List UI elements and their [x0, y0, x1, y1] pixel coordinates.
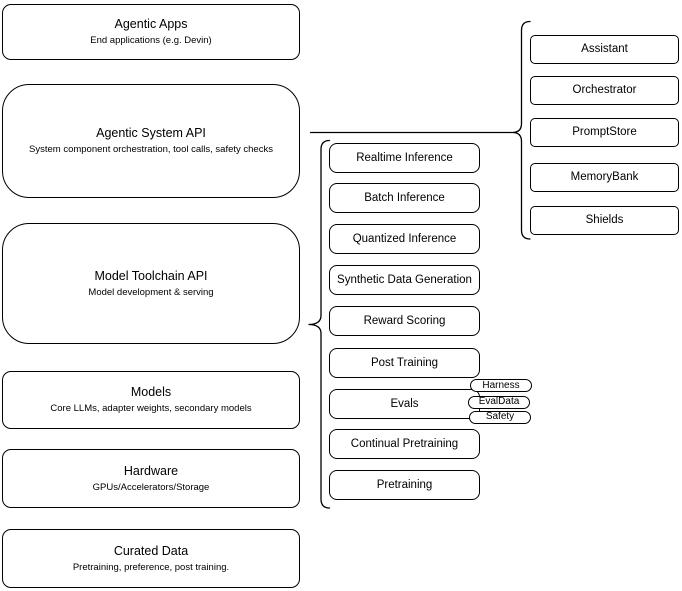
node-evals: Evals: [329, 389, 480, 419]
node-continual-pretraining: Continual Pretraining: [329, 429, 480, 459]
node-subtitle: Core LLMs, adapter weights, secondary mo…: [50, 403, 252, 414]
toolchain-brace: [308, 139, 331, 509]
node-memorybank: MemoryBank: [530, 163, 679, 192]
tag-evaldata: EvalData: [468, 395, 530, 409]
node-subtitle: End applications (e.g. Devin): [90, 35, 212, 46]
node-pretraining: Pretraining: [329, 470, 480, 500]
node-subtitle: GPUs/Accelerators/Storage: [92, 481, 210, 493]
node-hardware: Hardware GPUs/Accelerators/Storage: [2, 449, 300, 508]
node-assistant: Assistant: [530, 35, 679, 64]
tag-harness: Harness: [470, 379, 532, 392]
node-synthetic-data-generation: Synthetic Data Generation: [329, 265, 480, 295]
node-title: Models: [130, 385, 172, 399]
node-promptstore: PromptStore: [530, 118, 679, 147]
node-subtitle: Model development & serving: [88, 286, 214, 298]
node-title: Hardware: [123, 463, 179, 478]
system-components-brace: [512, 20, 531, 240]
node-title: Model Toolchain API: [94, 268, 208, 283]
tag-safety: Safety: [469, 410, 531, 424]
node-subtitle: System component orchestration, tool cal…: [29, 144, 273, 155]
node-title: Agentic System API: [96, 126, 206, 140]
node-curated-data: Curated Data Pretraining, preference, po…: [2, 529, 300, 588]
node-agentic-apps: Agentic Apps End applications (e.g. Devi…: [2, 4, 300, 60]
node-model-toolchain-api: Model Toolchain API Model development & …: [2, 223, 300, 344]
node-quantized-inference: Quantized Inference: [329, 224, 480, 254]
node-title: Curated Data: [113, 543, 189, 558]
node-post-training: Post Training: [329, 348, 480, 378]
node-subtitle: Pretraining, preference, post training.: [72, 561, 230, 573]
node-realtime-inference: Realtime Inference: [329, 143, 480, 173]
node-batch-inference: Batch Inference: [329, 183, 480, 213]
node-models: Models Core LLMs, adapter weights, secon…: [2, 371, 300, 429]
node-shields: Shields: [530, 206, 679, 235]
node-title: Agentic Apps: [114, 17, 188, 31]
node-reward-scoring: Reward Scoring: [329, 306, 480, 336]
node-agentic-system-api: Agentic System API System component orch…: [2, 84, 300, 198]
node-orchestrator: Orchestrator: [530, 76, 679, 105]
